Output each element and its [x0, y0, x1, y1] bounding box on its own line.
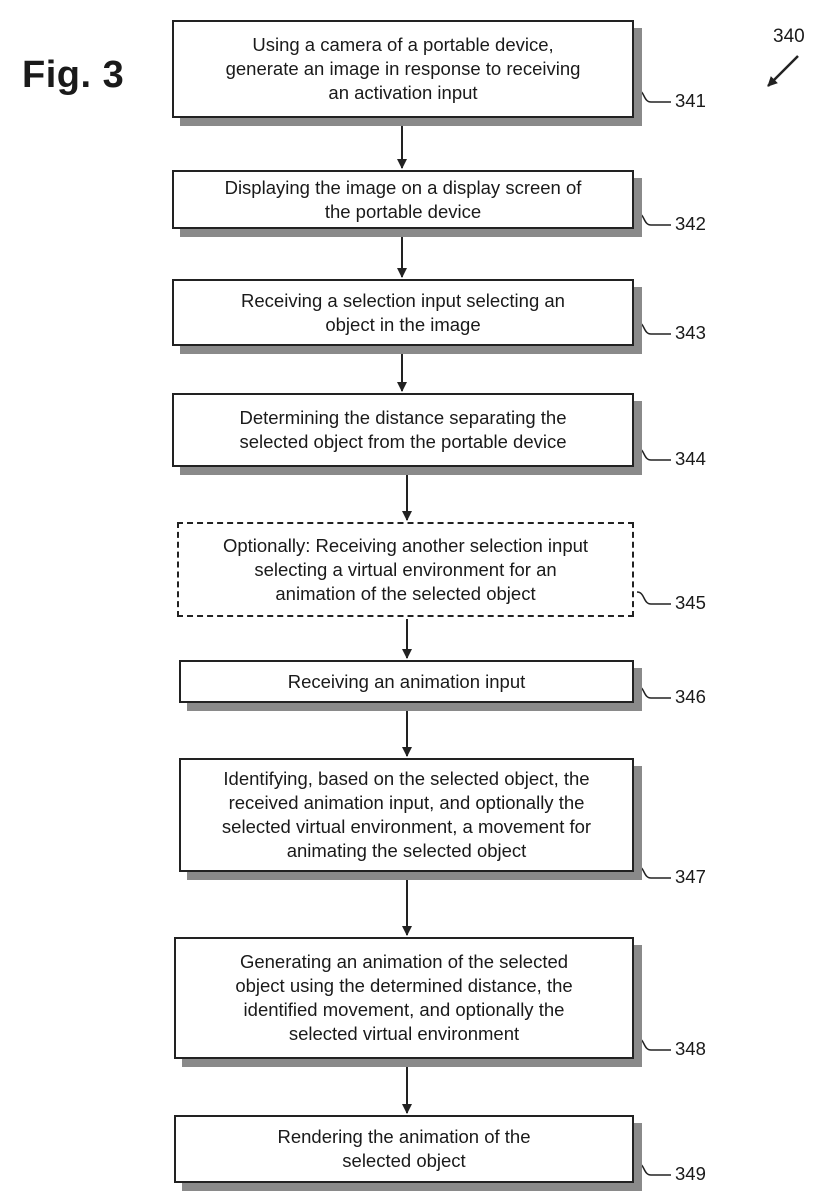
step-ref-346: 346 [675, 686, 706, 707]
step-box-349: Rendering the animation of the selected … [174, 1115, 634, 1183]
step-text-345: Optionally: Receiving another selection … [222, 534, 589, 604]
step-box-344: Determining the distance separating the … [172, 393, 634, 467]
step-text-344: Determining the distance separating the … [239, 407, 567, 452]
step-ref-342: 342 [675, 213, 706, 234]
step-text-341: Using a camera of a portable device, gen… [225, 34, 581, 103]
ref-leader-345 [636, 591, 671, 605]
step-text-347: Identifying, based on the selected objec… [221, 768, 592, 861]
figure-title: Fig. 3 [22, 54, 125, 96]
step-box-346: Receiving an animation input [179, 660, 634, 703]
step-ref-341: 341 [675, 90, 706, 111]
figure-reference-arrow [767, 55, 799, 87]
step-box-343: Receiving a selection input selecting an… [172, 279, 634, 346]
step-text-346: Receiving an animation input [287, 670, 526, 692]
step-box-342: Displaying the image on a display screen… [172, 170, 634, 229]
step-text-349: Rendering the animation of the selected … [277, 1126, 531, 1171]
step-box-341: Using a camera of a portable device, gen… [172, 20, 634, 118]
ref-leader-342 [636, 212, 671, 226]
step-box-345: Optionally: Receiving another selection … [177, 522, 634, 617]
ref-leader-348 [636, 1037, 671, 1051]
step-ref-344: 344 [675, 448, 706, 469]
step-ref-348: 348 [675, 1038, 706, 1059]
step-ref-345: 345 [675, 592, 706, 613]
figure-reference-number: 340 [773, 26, 805, 47]
step-text-348: Generating an animation of the selected … [235, 951, 573, 1044]
ref-leader-343 [636, 321, 671, 335]
step-text-343: Receiving a selection input selecting an… [241, 289, 565, 335]
ref-leader-344 [636, 447, 671, 461]
step-ref-349: 349 [675, 1163, 706, 1184]
step-ref-347: 347 [675, 866, 706, 887]
ref-leader-341 [636, 89, 671, 103]
ref-leader-347 [636, 865, 671, 879]
step-ref-343: 343 [675, 322, 706, 343]
step-text-342: Displaying the image on a display screen… [224, 176, 582, 222]
step-box-348: Generating an animation of the selected … [174, 937, 634, 1059]
ref-leader-346 [636, 685, 671, 699]
step-box-347: Identifying, based on the selected objec… [179, 758, 634, 872]
ref-leader-349 [636, 1162, 671, 1176]
